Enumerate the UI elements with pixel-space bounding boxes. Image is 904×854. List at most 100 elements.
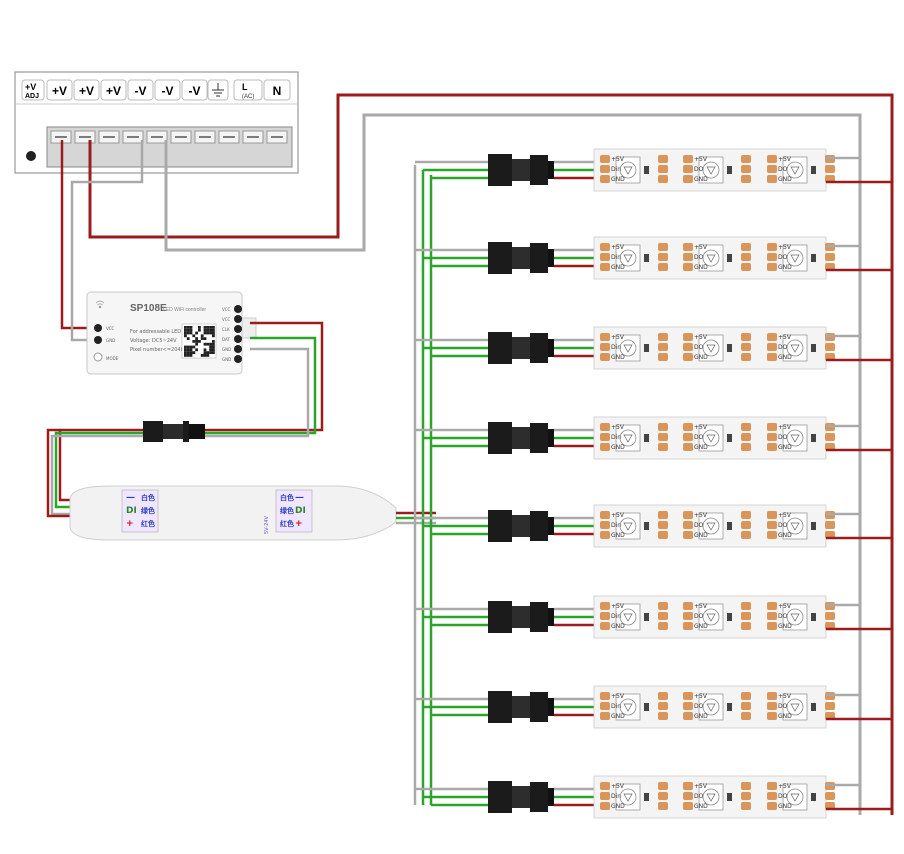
psu-terminal-5: -V <box>154 79 181 101</box>
right-pin <box>234 345 242 353</box>
jst-connector <box>488 242 554 274</box>
jst-connector <box>488 601 554 633</box>
pad-label: GND <box>611 176 625 183</box>
pad-label: GND <box>694 803 708 810</box>
pad-label: DO <box>778 434 788 441</box>
pad-label: GND <box>778 623 792 630</box>
amp-label: DI <box>295 506 306 516</box>
pad-label: +5V <box>694 156 708 163</box>
psu-screw-terminals <box>50 130 288 144</box>
pad-label: +5V <box>611 693 625 700</box>
right-pin-label: VCC <box>222 307 231 312</box>
left-pin <box>94 336 102 344</box>
pad-label: DO <box>694 344 704 351</box>
amp-label: + <box>126 519 134 529</box>
screw-terminal <box>122 130 144 144</box>
pad-label: GND <box>694 713 708 720</box>
pad-label: +5V <box>611 783 625 790</box>
psu-terminal-3: +V <box>100 79 127 101</box>
psu-terminal-7 <box>207 79 229 101</box>
psu-controller-wires <box>60 140 144 342</box>
right-pin-label: DAT <box>222 337 230 342</box>
jst-connector <box>488 691 554 723</box>
screw-terminal <box>242 130 264 144</box>
pad-label: Din <box>611 166 621 173</box>
amp-label: 红色 <box>280 519 294 528</box>
pad-label: +5V <box>611 244 625 251</box>
screw-terminal <box>98 130 120 144</box>
qr-code <box>181 323 217 359</box>
pad-label: GND <box>611 532 625 539</box>
amp-bus-wires <box>396 165 436 805</box>
pad-label: +5V <box>778 603 792 610</box>
right-pin-label: GND <box>222 347 231 352</box>
pad-label: Din <box>611 434 621 441</box>
spec-line: Voltage: DC5~24V <box>130 338 177 344</box>
spec-line: For addressable LED <box>130 329 181 335</box>
psu-terminal-6: -V <box>181 79 208 101</box>
pad-label: +5V <box>694 334 708 341</box>
pad-label: GND <box>611 264 625 271</box>
pad-label: +5V <box>694 424 708 431</box>
pad-label: DO <box>694 703 704 710</box>
pad-label: GND <box>694 264 708 271</box>
left-pin-label: VCC <box>106 326 115 331</box>
psu-terminal-label: -V <box>135 84 147 98</box>
psu-terminal-4: -V <box>127 79 154 101</box>
amp-label: 红色 <box>141 519 155 528</box>
psu-terminal-label: +V <box>25 82 36 92</box>
pad-label: GND <box>778 803 792 810</box>
pad-label: Din <box>611 793 621 800</box>
pad-label: GND <box>778 354 792 361</box>
pad-label: +5V <box>694 693 708 700</box>
pad-label: DO <box>778 703 788 710</box>
psu-terminal-sub: (AC) <box>242 94 254 100</box>
ground-icon <box>212 83 224 97</box>
pad-label: Din <box>611 703 621 710</box>
psu-terminal-1: +V <box>46 79 73 101</box>
psu-terminal-label: -V <box>189 84 201 98</box>
pad-label: GND <box>694 444 708 451</box>
pad-label: +5V <box>778 424 792 431</box>
controller-model: SP108E <box>130 303 167 314</box>
amp-label: DI <box>126 506 137 516</box>
pad-label: DO <box>694 793 704 800</box>
psu-terminal-8: L(AC) <box>233 79 263 101</box>
pad-label: +5V <box>611 512 625 519</box>
amp-label: 白色 <box>280 493 294 502</box>
psu-terminal-sub: ADJ <box>25 93 39 100</box>
pad-label: Din <box>611 522 621 529</box>
pad-label: GND <box>611 803 625 810</box>
amp-label: — <box>126 493 135 503</box>
jst-connector <box>488 332 554 364</box>
screw-terminal <box>170 130 192 144</box>
psu-terminal-label: +V <box>52 84 67 98</box>
jst-connector <box>488 154 554 186</box>
psu-terminal-9: N <box>263 79 291 101</box>
screw-terminal <box>218 130 240 144</box>
screw-terminal <box>266 130 288 144</box>
pad-label: +5V <box>694 244 708 251</box>
psu-terminal-label: +V <box>106 84 121 98</box>
pad-label: DO <box>694 166 704 173</box>
pad-label: Din <box>611 344 621 351</box>
screw-terminal <box>146 130 168 144</box>
screw-terminal <box>74 130 96 144</box>
pad-label: +5V <box>778 156 792 163</box>
jst-connector <box>488 781 554 813</box>
